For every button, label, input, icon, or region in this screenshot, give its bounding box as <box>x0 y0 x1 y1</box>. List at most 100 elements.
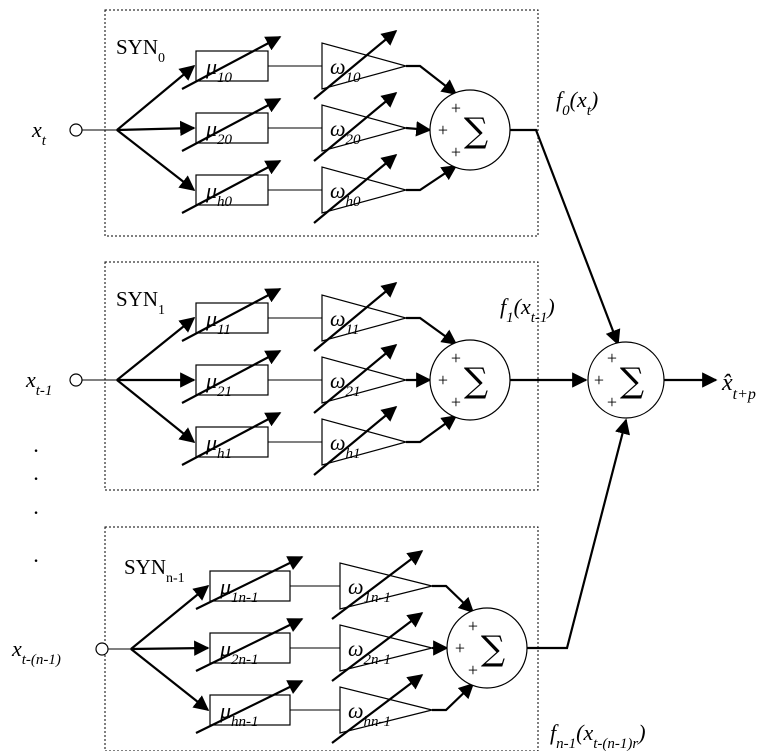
to-sum-arrow <box>432 584 475 614</box>
input-label: xt <box>31 117 47 149</box>
fanout-arrow <box>116 65 196 131</box>
plus-sign: + <box>451 98 461 118</box>
input-terminal-icon <box>95 642 109 656</box>
sigma-icon: ∑ <box>481 629 505 669</box>
fanout-arrow <box>130 648 210 711</box>
to-sum-arrow <box>406 64 458 95</box>
to-sum-arrow <box>405 121 432 137</box>
to-final-sum-arrow <box>527 418 630 650</box>
weight-gain-triangle <box>339 686 433 734</box>
plus-sign: + <box>451 348 461 368</box>
adjust-arrow-icon <box>181 98 282 152</box>
plus-sign: + <box>438 370 448 390</box>
fanout-arrow <box>116 379 196 443</box>
sigma-icon: ∑ <box>620 361 644 401</box>
weight-gain-triangle <box>321 104 409 152</box>
adjust-arrow-icon <box>195 680 304 734</box>
adjust-arrow-icon <box>313 92 398 162</box>
plus-sign: + <box>607 348 617 368</box>
adjust-arrow-icon <box>331 550 424 620</box>
weight-gain-triangle <box>321 356 409 404</box>
weight-label: ω20 <box>330 116 361 148</box>
syn-label: SYNn-1 <box>124 555 185 586</box>
syn-block-frame <box>104 526 539 751</box>
sum-node: ∑+++ <box>429 339 511 421</box>
fanout-arrow <box>116 120 196 137</box>
adjust-arrow-icon <box>181 160 282 214</box>
weight-label: ω10 <box>330 54 361 86</box>
plus-sign: + <box>455 638 465 658</box>
to-sum-arrow <box>406 316 458 345</box>
adjust-arrow-icon <box>181 36 282 90</box>
weight-label: ωh1 <box>330 430 361 462</box>
syn-block-frame <box>104 9 539 237</box>
adjust-arrow-icon <box>313 30 398 100</box>
syn-label: SYN0 <box>116 35 165 66</box>
weight-gain-triangle <box>339 624 433 672</box>
final-output-label: x̂t+p <box>721 370 756 403</box>
weight-label: ωh0 <box>330 178 361 210</box>
to-sum-arrow <box>406 165 458 192</box>
weight-gain-triangle <box>321 418 409 466</box>
fanout-arrow <box>130 585 210 650</box>
weight-label: ωhn-1 <box>348 698 391 730</box>
weight-label: ω1n-1 <box>348 574 391 606</box>
adjust-arrow-icon <box>181 412 282 466</box>
plus-sign: + <box>594 370 604 390</box>
plus-sign: + <box>451 392 461 412</box>
plus-sign: + <box>607 392 617 412</box>
sum-node: ∑+++ <box>446 607 528 689</box>
to-final-sum-arrow <box>510 128 621 346</box>
plus-sign: + <box>468 616 478 636</box>
fanout-arrow <box>116 317 196 381</box>
adjust-arrow-icon <box>195 618 304 672</box>
sigma-icon: ∑ <box>464 361 488 401</box>
weight-gain-triangle <box>321 294 409 342</box>
block-output-label: f1(xt-1) <box>500 294 555 326</box>
input-terminal-icon <box>69 123 83 137</box>
sum-node: ∑+++ <box>429 89 511 171</box>
input-terminal-icon <box>69 373 83 387</box>
weight-gain-triangle <box>339 562 433 610</box>
adjust-arrow-icon <box>313 344 398 414</box>
input-label: xt-(n-1) <box>11 636 61 668</box>
block-output-label: f0(xt) <box>556 87 598 119</box>
ellipsis-dot: · <box>32 500 39 525</box>
adjust-arrow-icon <box>313 154 398 224</box>
to-sum-arrow <box>432 682 475 712</box>
weight-label: ω2n-1 <box>348 636 391 668</box>
plus-sign: + <box>451 142 461 162</box>
syn-block-frame <box>104 261 539 491</box>
adjust-arrow-icon <box>313 282 398 352</box>
fanout-arrow <box>116 129 196 191</box>
ellipsis-dot: · <box>32 548 39 573</box>
final-sum-node: ∑+++ <box>587 341 665 419</box>
weight-label: ω21 <box>330 368 361 400</box>
weight-gain-triangle <box>321 42 409 90</box>
block-output-label: fn-1(xt-(n-1)r) <box>550 720 646 751</box>
to-sum-arrow <box>406 415 458 444</box>
plus-sign: + <box>438 120 448 140</box>
adjust-arrow-icon <box>313 406 398 476</box>
sigma-icon: ∑ <box>464 111 488 151</box>
plus-sign: + <box>468 660 478 680</box>
weight-label: ω11 <box>330 306 359 338</box>
adjust-arrow-icon <box>181 288 282 342</box>
adjust-arrow-icon <box>331 612 424 682</box>
ellipsis-dot: · <box>32 438 39 463</box>
fanout-arrow <box>130 640 210 656</box>
adjust-arrow-icon <box>195 556 304 610</box>
adjust-arrow-icon <box>181 350 282 404</box>
input-label: xt-1 <box>25 367 52 399</box>
